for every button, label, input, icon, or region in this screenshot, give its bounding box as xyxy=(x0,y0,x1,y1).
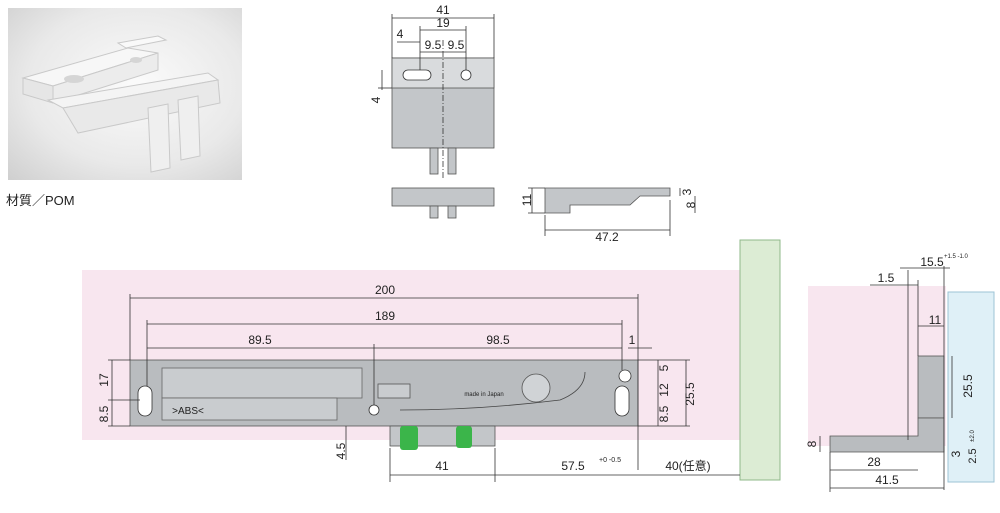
dim-main-8-5-left: 8.5 xyxy=(97,405,111,422)
dim-sec-3: 3 xyxy=(949,450,963,457)
dim-main-4-5: 4.5 xyxy=(334,442,348,459)
product-photo xyxy=(8,8,242,180)
label-abs: >ABS< xyxy=(172,406,204,417)
latch-left xyxy=(400,426,418,450)
dim-main-40: 40(任意) xyxy=(665,458,710,473)
dim-main-189: 189 xyxy=(375,309,395,323)
dim-main-12: 12 xyxy=(657,383,671,397)
product-illustration xyxy=(21,35,221,173)
dim-sec-28: 28 xyxy=(867,455,881,469)
dim-top-side-4: 4 xyxy=(369,96,383,103)
side-panel-green xyxy=(739,239,781,481)
dim-sec-15-5: 15.5 xyxy=(920,255,944,269)
dim-main-5: 5 xyxy=(657,364,671,371)
label-made-in-japan: made in Japan xyxy=(464,392,503,398)
section-panel-blue xyxy=(947,291,995,483)
dim-sec-1-5: 1.5 xyxy=(878,271,895,285)
dim-main-98-5: 98.5 xyxy=(486,333,510,347)
dim-side-11: 11 xyxy=(520,193,534,206)
dim-sec-2-5: 2.5 xyxy=(967,448,979,463)
tol-sec-15-5: +1.5 -1.0 xyxy=(944,254,969,260)
tol-sec-2-5: ±2.0 xyxy=(970,430,976,442)
main-view xyxy=(108,294,740,482)
section-view xyxy=(819,266,953,492)
dim-top-9-5-a: 9.5 xyxy=(425,38,442,52)
dim-main-1: 1 xyxy=(629,333,636,347)
dim-sec-41-5: 41.5 xyxy=(875,473,899,487)
top-view xyxy=(378,14,495,219)
dim-side-47-2: 47.2 xyxy=(595,230,619,244)
dim-sec-25-5: 25.5 xyxy=(961,374,975,398)
dim-main-8-5-right: 8.5 xyxy=(657,405,671,422)
dim-sec-11: 11 xyxy=(929,313,942,327)
dim-main-25-5: 25.5 xyxy=(683,382,697,406)
tol-main-57-5: +0 -0.5 xyxy=(599,457,621,464)
dim-top-41: 41 xyxy=(436,3,450,17)
dim-main-200: 200 xyxy=(375,283,395,297)
material-label: 材質／POM xyxy=(6,193,75,208)
dim-main-17: 17 xyxy=(97,373,111,387)
latch-right xyxy=(456,426,472,448)
dim-main-89-5: 89.5 xyxy=(248,333,272,347)
dim-top-19: 19 xyxy=(436,16,450,30)
dim-side-3: 3 xyxy=(680,188,694,195)
dim-side-8: 8 xyxy=(684,201,698,208)
side-view xyxy=(528,187,696,236)
dim-top-9-5-b: 9.5 xyxy=(448,38,465,52)
dim-main-57-5: 57.5 xyxy=(561,459,585,473)
dim-sec-8: 8 xyxy=(805,440,819,447)
dim-top-4: 4 xyxy=(397,27,404,41)
dim-main-41: 41 xyxy=(435,459,449,473)
